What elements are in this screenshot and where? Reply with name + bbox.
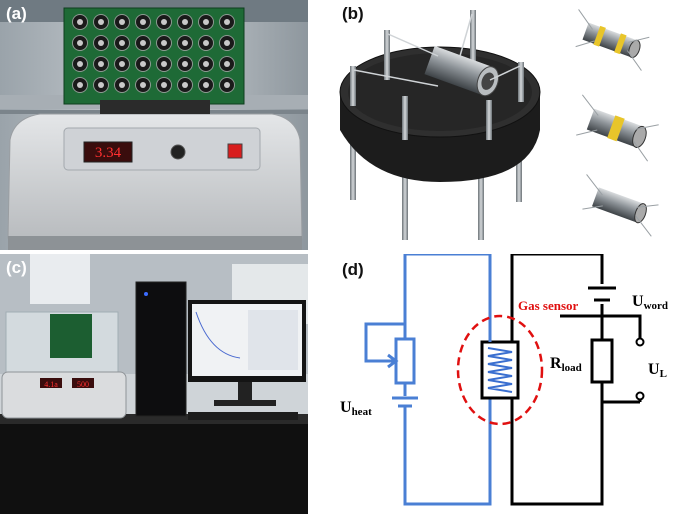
display-left: 4.1a — [44, 380, 58, 389]
sensor-socket-center — [119, 82, 125, 88]
ceramic-tube — [424, 45, 500, 97]
display-right: 500 — [77, 380, 89, 389]
sensor-socket-center — [119, 19, 125, 25]
instrument-photo: 3.34 — [0, 0, 308, 250]
sensor-socket-center — [161, 40, 167, 46]
panel-b-label: (b) — [342, 4, 364, 23]
sensor-socket-center — [161, 19, 167, 25]
measurement-circuit — [510, 254, 642, 506]
sensor-socket-center — [182, 19, 188, 25]
sensor-socket-center — [98, 61, 104, 67]
sensor-socket-center — [77, 61, 83, 67]
panel-a-photo: 3.34 (a) — [0, 0, 308, 250]
sensor-socket-center — [98, 40, 104, 46]
test-system-photo: 4.1a 500 — [0, 254, 308, 514]
sensor-socket-center — [224, 19, 230, 25]
sensor-socket-center — [161, 82, 167, 88]
base-legs — [350, 130, 522, 240]
heater-coil — [487, 347, 513, 393]
sensor-socket-center — [77, 19, 83, 25]
output-terminal-top — [635, 337, 645, 347]
sensor-socket-center — [182, 61, 188, 67]
sensor-socket-center — [140, 40, 146, 46]
panel-d-circuit: Gas sensor Uword Rload UL Uheat (d) — [310, 254, 685, 514]
sensor-socket-center — [161, 61, 167, 67]
sensor-socket-center — [119, 61, 125, 67]
u-word-label: Uword — [632, 293, 668, 312]
panel-a-label: (a) — [6, 4, 27, 23]
sensor-socket-center — [203, 40, 209, 46]
sensor-socket-center — [77, 82, 83, 88]
u-heat-label: Uheat — [340, 399, 372, 418]
gas-sensor-label: Gas sensor — [518, 298, 579, 313]
u-l-label: UL — [648, 361, 667, 380]
sensor-socket-center — [224, 82, 230, 88]
sensor-socket-center — [98, 19, 104, 25]
r-load-label: Rload — [550, 355, 582, 374]
sensor-socket-center — [224, 40, 230, 46]
sensor-socket-center — [119, 40, 125, 46]
sensor-socket-center — [182, 82, 188, 88]
sensor-electrode-detail — [576, 94, 659, 162]
heater-battery — [390, 396, 420, 408]
sensor-tube-detail — [582, 174, 659, 237]
sensor-highlight-ellipse — [456, 314, 544, 426]
sensor-socket-center — [77, 40, 83, 46]
heater-circuit — [364, 254, 492, 506]
sensor-coil-detail — [575, 9, 650, 71]
sensor-socket-center — [224, 61, 230, 67]
sensor-socket-center — [140, 19, 146, 25]
sensor-socket-center — [98, 82, 104, 88]
panel-c-photo: 4.1a 500 (c) — [0, 254, 308, 514]
sensor-socket-grid — [72, 14, 235, 93]
sensor-socket-center — [182, 40, 188, 46]
display-readout: 3.34 — [95, 145, 122, 161]
panel-b-rendering: (b) — [310, 0, 685, 250]
panel-d-label: (d) — [342, 260, 364, 279]
sensor-socket-center — [140, 82, 146, 88]
output-terminal-bottom — [635, 391, 645, 401]
electrode-pins — [350, 10, 524, 140]
sensor-socket-center — [203, 82, 209, 88]
load-resistor — [590, 338, 614, 384]
sensor-socket-center — [140, 61, 146, 67]
sensor-3d-rendering — [339, 9, 659, 240]
panel-c-label: (c) — [6, 258, 27, 277]
working-battery — [588, 286, 616, 302]
sensor-socket-center — [203, 61, 209, 67]
circuit-diagram: Gas sensor Uword Rload UL Uheat — [340, 254, 668, 506]
sensor-socket-center — [203, 19, 209, 25]
